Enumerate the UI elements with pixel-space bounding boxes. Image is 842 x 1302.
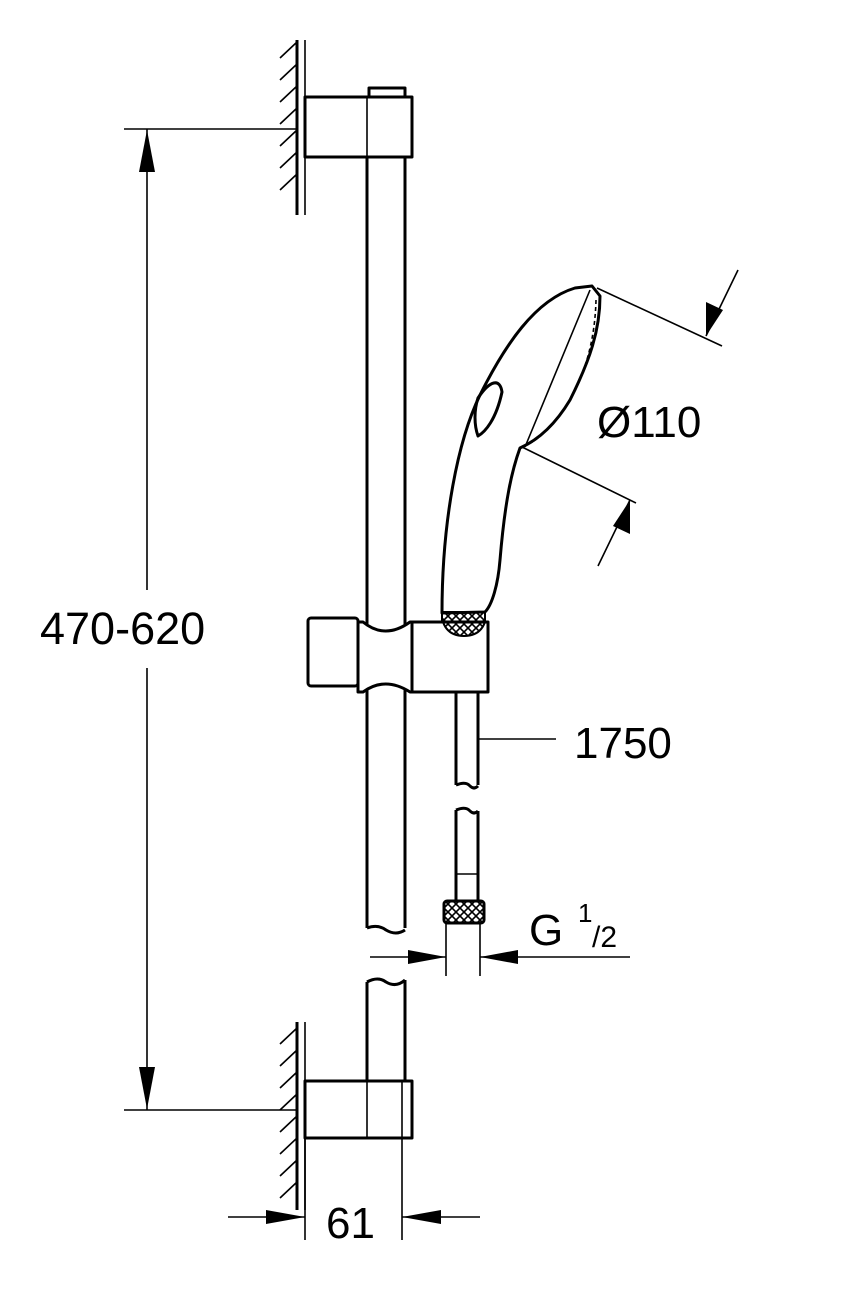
hatch-line <box>279 129 298 147</box>
hatch-line <box>279 1027 298 1045</box>
projection-dimension <box>228 1138 480 1240</box>
shower-rail <box>365 86 407 1082</box>
hatch-line <box>279 85 298 103</box>
hatch-line <box>279 63 298 81</box>
hatch-line <box>279 173 298 191</box>
hatch-line <box>279 1181 298 1199</box>
hatch-line <box>279 1137 298 1155</box>
thread-dimension <box>370 950 630 964</box>
diameter-label: Ø110 <box>597 398 701 447</box>
top-wall-hatch <box>279 40 306 215</box>
slider-holder <box>306 616 490 694</box>
hatch-line <box>279 1049 298 1067</box>
thread-denominator: /2 <box>592 921 617 954</box>
hatch-line <box>279 1115 298 1133</box>
hand-shower <box>440 284 602 625</box>
bottom-wall-hatch <box>279 1022 306 1210</box>
height-range-label: 470-620 <box>40 603 205 654</box>
hatch-line <box>279 41 298 59</box>
projection-label: 61 <box>326 1199 375 1248</box>
top-wall-bracket <box>303 95 414 159</box>
thread-letter: G <box>529 906 563 955</box>
thread-numerator: 1 <box>578 898 592 928</box>
hatch-line <box>279 1071 298 1089</box>
hatch-line <box>279 1159 298 1177</box>
height-dimension <box>124 128 297 1111</box>
hose-length-label: 1750 <box>574 719 672 768</box>
hatch-line <box>279 1093 298 1111</box>
diameter-dimension <box>521 269 739 567</box>
bottom-wall-bracket <box>303 1079 414 1140</box>
shower-hose <box>442 692 486 976</box>
hatch-line <box>279 107 298 125</box>
hatch-line <box>279 151 298 169</box>
